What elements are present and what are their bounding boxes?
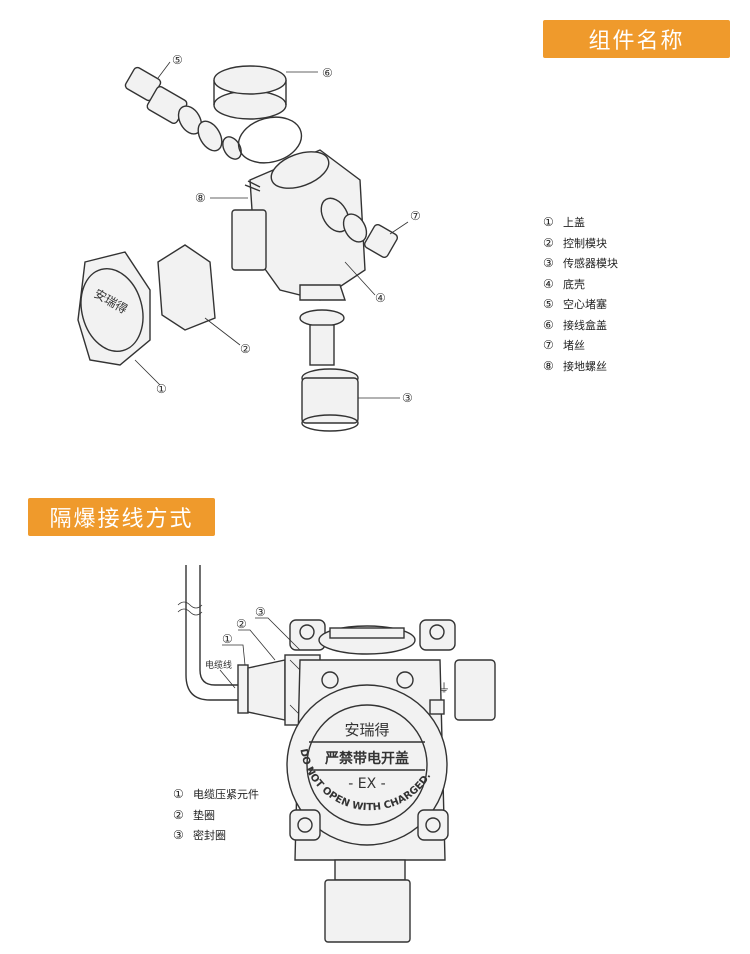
sensor-module-part xyxy=(299,309,359,432)
svg-text:⑥: ⑥ xyxy=(322,66,333,80)
cover-ex-mark: - EX - xyxy=(348,776,385,792)
svg-text:③: ③ xyxy=(255,605,266,619)
svg-text:①: ① xyxy=(222,632,233,646)
wiring-diagram: 安瑞得 严禁带电开盖 - EX - DO NOT OPEN WITH CHARG… xyxy=(177,565,496,943)
control-module-part xyxy=(157,209,267,331)
svg-text:③: ③ xyxy=(402,391,413,405)
top-cover-part: 安瑞得 xyxy=(77,251,151,366)
hollow-plug-part xyxy=(124,66,242,160)
ground-symbol: ⏚ xyxy=(438,681,450,695)
svg-text:⑦: ⑦ xyxy=(410,209,421,223)
svg-text:⑧: ⑧ xyxy=(195,191,206,205)
svg-text:②: ② xyxy=(236,617,247,631)
svg-text:④: ④ xyxy=(375,291,386,305)
plug-screw-part xyxy=(320,197,398,258)
svg-text:⑤: ⑤ xyxy=(172,53,183,67)
wiring-section-title: 隔爆接线方式 xyxy=(28,498,215,536)
components-section-title: 组件名称 xyxy=(543,20,730,58)
svg-text:①: ① xyxy=(156,382,167,396)
cable-label: 电缆线 xyxy=(205,659,232,671)
junction-box-cover-part xyxy=(213,65,303,164)
svg-text:②: ② xyxy=(240,342,251,356)
cover-warning: 严禁带电开盖 xyxy=(324,750,409,767)
cover-brand: 安瑞得 xyxy=(344,721,389,739)
